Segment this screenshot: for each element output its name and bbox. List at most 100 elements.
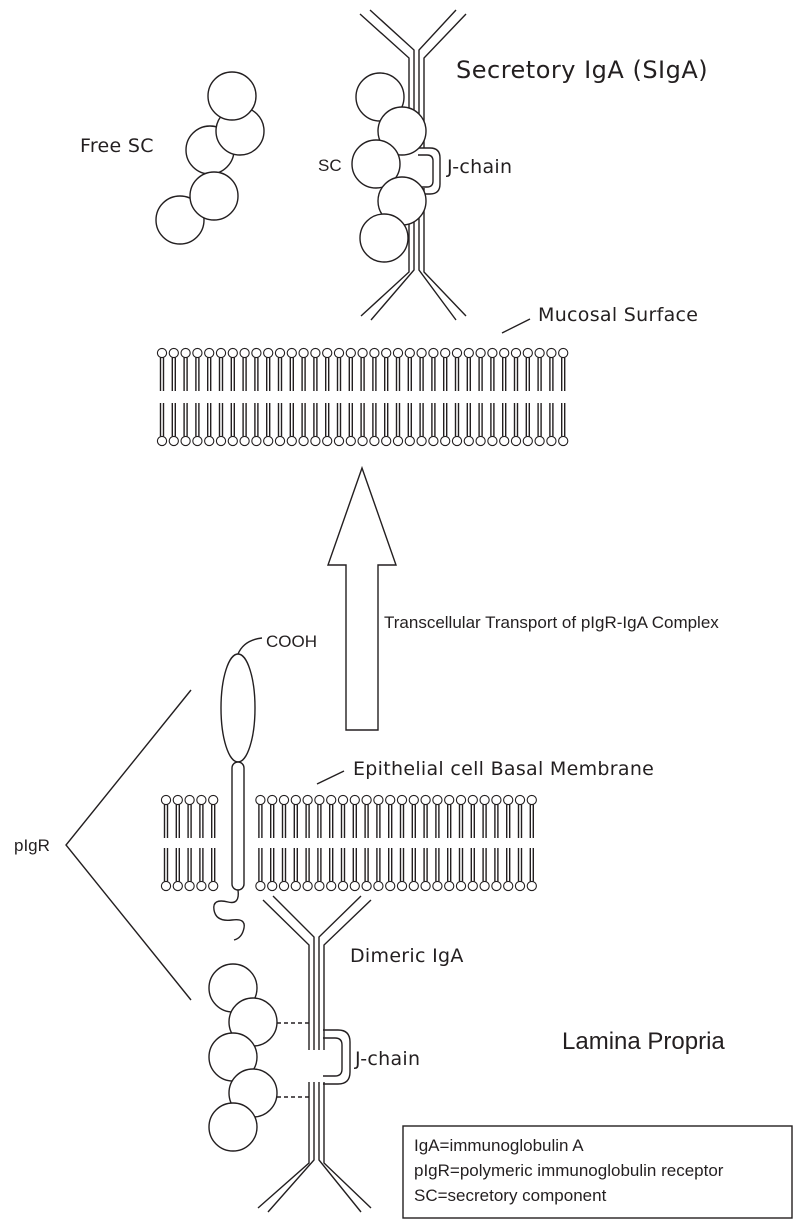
siga-j-chain <box>418 147 441 195</box>
lipid-tail <box>270 804 275 838</box>
lipid-head <box>160 880 172 892</box>
lipid-tail <box>277 403 283 437</box>
lipid-head <box>208 794 219 806</box>
pigr-label: pIgR <box>14 836 50 855</box>
lipid-head <box>227 347 238 359</box>
lipid-tail <box>364 804 369 838</box>
lipid-tail <box>399 804 405 838</box>
lipid-tail <box>482 804 487 838</box>
lipid-head <box>479 794 490 806</box>
lipid-head <box>168 347 179 359</box>
mucosal-leader-line <box>501 318 531 334</box>
lipid-head <box>373 794 384 806</box>
lipid-tail <box>407 403 412 437</box>
lipid-head <box>487 435 498 447</box>
lipid-head <box>510 347 522 359</box>
lipid-tail <box>517 804 523 838</box>
lipid-head <box>337 794 349 806</box>
lipid-tail <box>513 403 519 437</box>
lipid-head <box>369 347 380 359</box>
lipid-tail <box>478 403 483 437</box>
lipid-head <box>227 435 238 447</box>
lipid-tail <box>254 403 259 437</box>
lipid-head <box>522 347 533 359</box>
lipid-tail <box>447 804 452 838</box>
lipid-tail <box>305 804 310 838</box>
lipid-tail <box>529 848 534 882</box>
lipid-head <box>479 880 490 892</box>
lipid-head <box>373 880 384 892</box>
lipid-tail <box>301 403 306 437</box>
lipid-tail <box>419 403 424 437</box>
lipid-head <box>267 880 278 892</box>
lipid-head <box>503 794 514 806</box>
diga-j-chain <box>323 1037 343 1077</box>
lipid-tail <box>399 848 405 882</box>
lipid-head <box>286 435 297 447</box>
lipid-head <box>526 880 537 892</box>
lipid-head <box>310 347 321 359</box>
siga-sc-domain <box>359 213 409 263</box>
lipid-tail <box>266 403 271 437</box>
lipid-head <box>404 435 415 447</box>
lipid-tail <box>494 804 499 838</box>
lipid-head <box>310 435 321 447</box>
lipid-tail <box>218 403 224 437</box>
dimeric-iga-group <box>208 895 372 1213</box>
lipid-tail <box>242 403 247 437</box>
lipid-tail <box>384 403 389 437</box>
lipid-tail <box>502 403 507 437</box>
lipid-head <box>416 435 427 447</box>
basal-membrane-label: Epithelial cell Basal Membrane <box>353 758 654 780</box>
pigr-receptor <box>213 637 263 941</box>
lipid-head <box>286 347 297 359</box>
pigr-linker <box>213 889 245 941</box>
lipid-tail <box>340 848 346 882</box>
lipid-tail <box>431 357 436 391</box>
lipid-tail <box>254 357 259 391</box>
lipid-tail <box>423 804 428 838</box>
lipid-tail <box>352 804 357 838</box>
lipid-tail <box>171 357 176 391</box>
lipid-tail <box>336 357 342 391</box>
free-sc-label: Free SC <box>80 135 154 157</box>
lipid-tail <box>175 848 180 882</box>
lipid-tail <box>458 848 464 882</box>
lipid-head <box>396 794 408 806</box>
lipid-tail <box>301 357 306 391</box>
lipid-head <box>432 794 443 806</box>
lipid-head <box>558 347 569 359</box>
lipid-tail <box>258 804 263 838</box>
lipid-tail <box>183 357 188 391</box>
lipid-tail <box>537 403 542 437</box>
lipid-head <box>361 794 372 806</box>
basal-membrane <box>160 794 537 892</box>
lipid-head <box>420 794 431 806</box>
lipid-head <box>267 794 278 806</box>
lipid-head <box>326 794 337 806</box>
lipid-head <box>467 880 478 892</box>
lipid-head <box>428 435 439 447</box>
lipid-tail <box>277 357 283 391</box>
lipid-tail <box>435 804 440 838</box>
lipid-head <box>451 347 463 359</box>
lipid-tail <box>230 403 235 437</box>
lipid-tail <box>348 403 353 437</box>
lipid-head <box>314 880 325 892</box>
lipid-head <box>369 435 380 447</box>
lipid-tail <box>207 403 212 437</box>
lipid-head <box>314 794 325 806</box>
lipid-tail <box>258 848 263 882</box>
lipid-tail <box>195 403 200 437</box>
lipid-head <box>263 347 274 359</box>
legend-line: IgA=immunoglobulin A <box>414 1136 584 1155</box>
lipid-head <box>392 347 404 359</box>
lipid-head <box>416 347 427 359</box>
lipid-head <box>381 347 392 359</box>
lipid-head <box>491 794 502 806</box>
lipid-head <box>196 794 207 806</box>
lipid-head <box>345 347 356 359</box>
lipid-head <box>432 880 443 892</box>
lipid-tail <box>525 403 530 437</box>
